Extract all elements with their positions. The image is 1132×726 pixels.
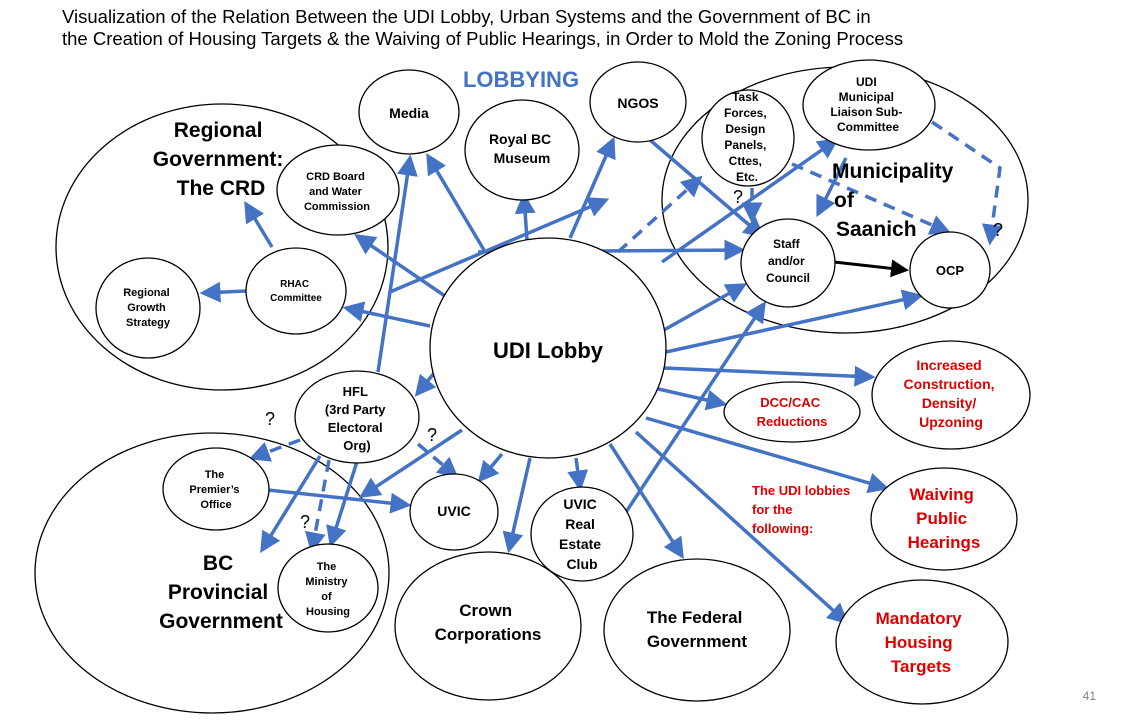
arrow-lobby-waiving <box>645 416 890 494</box>
uvic-label: UVIC <box>437 503 470 519</box>
udi-lobbies-note: The UDI lobbies for the following: <box>752 483 854 536</box>
rhac-label: RHAC Committee <box>270 279 322 304</box>
crd-label: Regional Government: The CRD <box>153 119 290 200</box>
arrow-hfl-bcgov <box>260 455 322 553</box>
museum-circle <box>464 99 580 201</box>
arrow-liaison-staff <box>816 157 848 218</box>
crown-circle <box>394 551 582 701</box>
arrow-lobby-crdboard <box>354 234 446 298</box>
page-number: 41 <box>1083 689 1097 703</box>
increased-label: Increased Construction, Density/ Upzonin… <box>904 357 999 430</box>
media-circle <box>358 69 460 155</box>
uvic-club-circle <box>530 486 634 582</box>
arrow-lobby-federal <box>608 443 684 559</box>
ocp-label: OCP <box>936 263 965 278</box>
crd-board-label: CRD Board and Water Commission <box>304 171 370 213</box>
dashed-arrow-taskforces-ocp <box>791 162 952 235</box>
crd-board-circle <box>276 144 400 236</box>
waiving-label: Waiving Public Hearings <box>908 485 981 552</box>
growth-strategy-circle <box>95 257 201 359</box>
task-forces-circle <box>701 89 795 187</box>
mandatory-label: Mandatory Housing Targets <box>876 609 967 676</box>
arrow-lobby-increased <box>663 365 876 387</box>
arrow-lobby-mandatory <box>634 430 849 625</box>
ocp-circle <box>909 231 991 309</box>
title-line-2: the Creation of Housing Targets & the Wa… <box>62 28 904 49</box>
bc-gov-label: BC Provincial Government <box>159 552 283 633</box>
hfl-label: HFL (3rd Party Electoral Org) <box>325 384 389 453</box>
mandatory-circle <box>835 579 1009 705</box>
premier-circle <box>162 447 270 531</box>
uvic-club-label: UVIC Real Estate Club <box>559 496 605 572</box>
arrow-lobby-hfl <box>414 370 437 397</box>
question-mark-ministry: ? <box>300 512 310 532</box>
ngos-circle <box>589 61 687 143</box>
arrow-lobby-ocp <box>665 289 924 354</box>
growth-strategy-label: Regional Growth Strategy <box>123 287 173 329</box>
uvic-circle <box>409 473 499 551</box>
staff-council-label: Staff and/or Council <box>766 237 810 285</box>
rhac-circle <box>245 247 347 335</box>
dcc-label: DCC/CAC Reductions <box>757 395 828 429</box>
arrow-rhac-crdboard <box>244 201 274 248</box>
arrow-staff-ocp <box>833 259 909 278</box>
udi-liaison-label: UDI Municipal Liaison Sub- Committee <box>830 75 905 134</box>
arrow-lobby-dcc <box>653 386 728 411</box>
arrow-hfl-media <box>376 154 418 373</box>
dashed-arrow-liaison-ocp <box>931 120 1003 246</box>
arrow-lobby-uvic <box>477 452 504 483</box>
udi-liaison-circle <box>802 59 936 151</box>
dashed-arrow-lobby-taskforces <box>616 175 703 254</box>
question-mark-ocp: ? <box>993 220 1003 240</box>
media-label: Media <box>389 105 429 121</box>
question-mark-premier: ? <box>265 409 275 429</box>
waiving-circle <box>870 467 1018 571</box>
slide-title: Visualization of the Relation Between th… <box>62 6 903 50</box>
crd-group-circle <box>55 103 389 391</box>
arrow-hfl-ministry <box>326 451 362 548</box>
arrow-lobby-rhac <box>342 301 431 328</box>
dcc-circle <box>723 381 861 443</box>
ministry-label: The Ministry of Housing <box>305 561 350 618</box>
dashed-arrow-hfl-uvic <box>416 442 459 479</box>
question-mark-uvic: ? <box>427 425 437 445</box>
arrow-uvicclub-staff <box>624 301 766 513</box>
arrow-lobby-crown <box>502 457 532 554</box>
udi-lobby-circle <box>429 237 667 459</box>
arrow-lobby-ngos <box>568 136 616 239</box>
task-forces-label: Task Forces, Design Panels, Cttes, Etc. <box>724 90 770 184</box>
arrow-rhac-saanich <box>389 197 610 294</box>
federal-label: The Federal Government <box>647 608 747 651</box>
dashed-arrow-hfl-ministry <box>304 459 331 554</box>
hfl-circle <box>294 370 420 464</box>
crown-label: Crown Corporations <box>435 601 542 644</box>
arrow-rhac-growth <box>199 281 247 303</box>
title-line-1: Visualization of the Relation Between th… <box>62 6 871 27</box>
udi-lobby-label: UDI Lobby <box>493 338 604 363</box>
premier-label: The Premier’s Office <box>189 469 242 511</box>
museum-label: Royal BC Museum <box>489 131 555 166</box>
federal-circle <box>603 558 791 702</box>
arrow-lobby-liaison <box>660 137 839 264</box>
ministry-circle <box>277 543 379 633</box>
saanich-label: Municipality of Saanich <box>832 160 959 241</box>
staff-council-circle <box>740 218 836 308</box>
arrow-lobby-staff <box>663 283 748 332</box>
arrow-lobby-uvicclub <box>567 457 589 492</box>
arrow-lobby-premier <box>359 428 463 498</box>
question-mark-taskforces: ? <box>733 187 743 207</box>
increased-circle <box>871 340 1031 450</box>
lobbying-label: LOBBYING <box>463 67 579 92</box>
dashed-arrow-hfl-premier <box>248 438 301 462</box>
arrow-lobby-media <box>426 152 486 251</box>
bc-gov-group-circle <box>34 432 390 714</box>
ngos-label: NGOS <box>617 95 658 111</box>
